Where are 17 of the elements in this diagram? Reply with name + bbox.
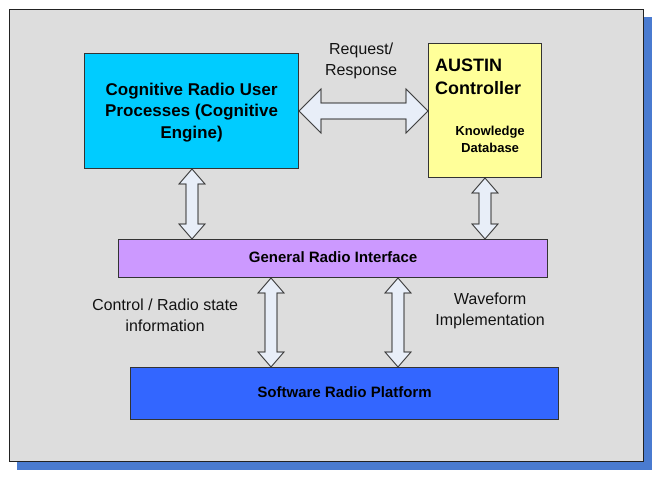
box-title: AUSTIN Controller	[435, 54, 522, 99]
process-box	[84, 53, 299, 169]
process-box	[130, 367, 559, 420]
double-arrow	[178, 168, 206, 240]
process-box	[118, 239, 548, 278]
double-arrow	[384, 277, 412, 368]
double-arrow	[256, 277, 286, 368]
box-subtitle: Knowledge Database	[454, 123, 526, 157]
box-title: Software Radio Platform	[257, 384, 432, 403]
process-box	[428, 43, 542, 178]
box-title: Cognitive Radio User Processes (Cognitive Engine)	[104, 79, 279, 143]
double-arrow	[298, 88, 429, 134]
edge-label: Control / Radio state information	[91, 296, 239, 337]
edge-label: Request/ Response	[324, 40, 398, 81]
double-arrow	[470, 177, 500, 240]
box-title: General Radio Interface	[248, 249, 418, 268]
edge-label: Waveform Implementation	[434, 290, 546, 331]
